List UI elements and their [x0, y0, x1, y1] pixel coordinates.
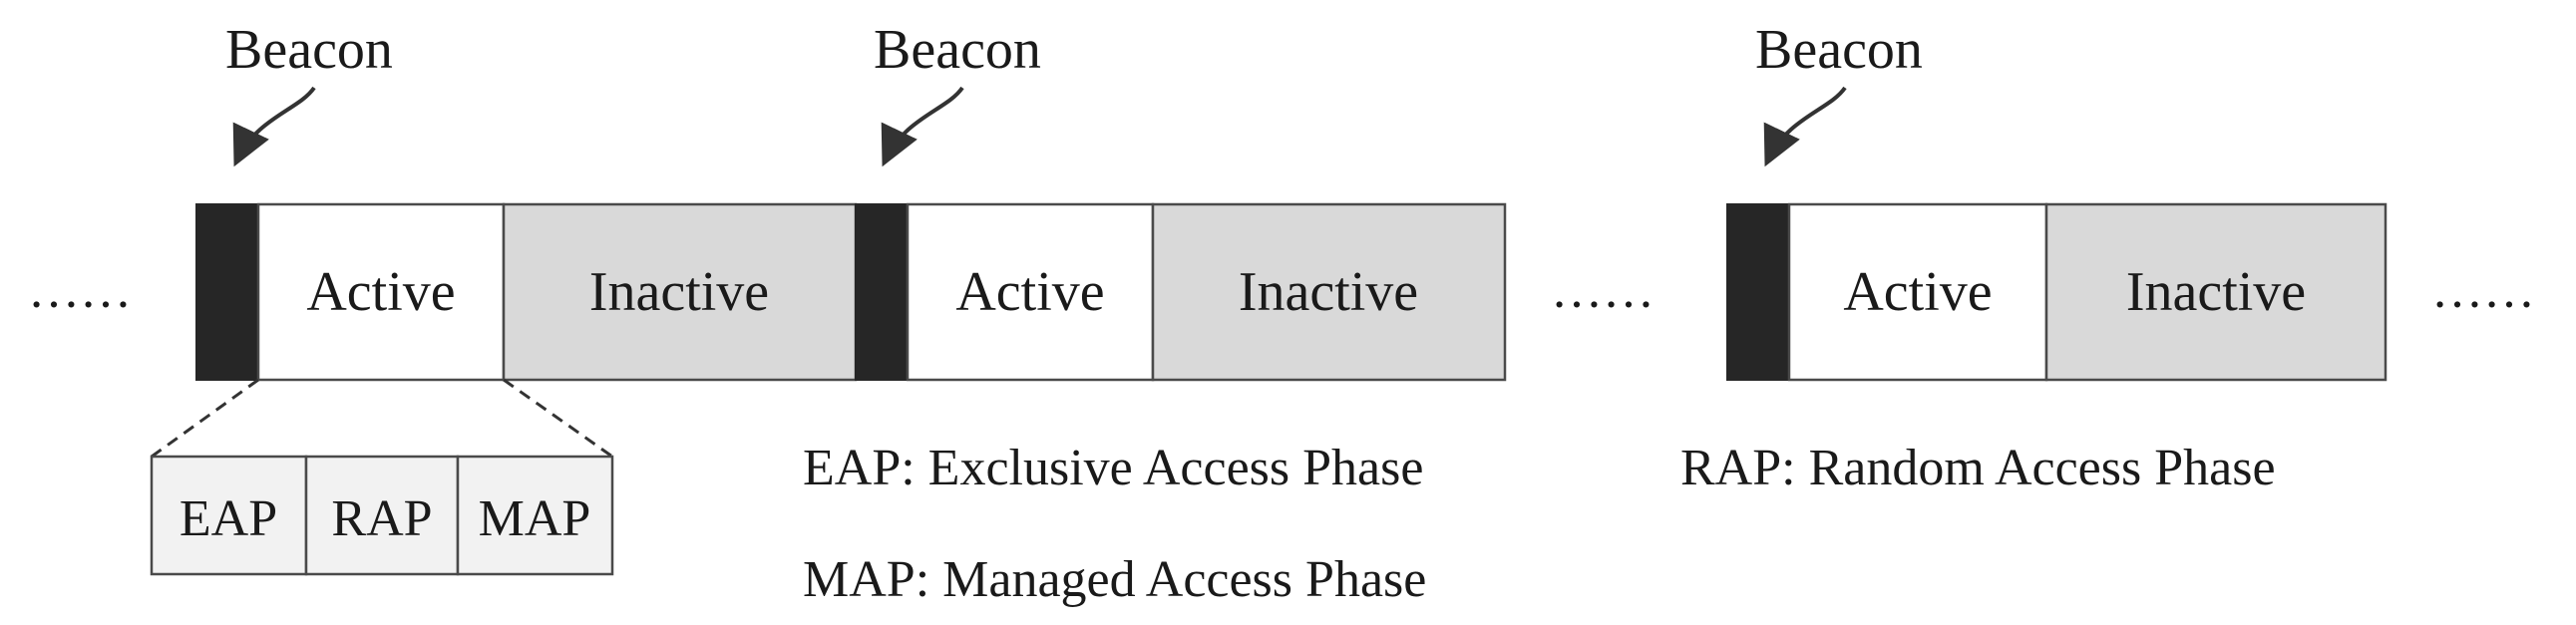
inactive-label-2: Inactive — [1239, 261, 1418, 323]
beacon-block-3 — [1726, 203, 1790, 381]
superframe-1: Beacon Active Inactive — [195, 19, 858, 382]
breakdown-map-label: MAP — [479, 490, 591, 547]
active-label-1: Active — [306, 261, 455, 323]
inactive-block-1 — [502, 202, 858, 382]
ellipsis-right: …… — [2431, 262, 2535, 319]
legend-rap: RAP: Random Access Phase — [1680, 440, 2276, 496]
active-label-3: Active — [1843, 261, 1992, 323]
ellipsis-left: …… — [28, 262, 132, 319]
legend-map: MAP: Managed Access Phase — [803, 551, 1426, 608]
active-block-3 — [1787, 202, 2048, 382]
ellipsis-middle: …… — [1551, 262, 1655, 319]
breakdown-rap-label: RAP — [331, 490, 432, 547]
inactive-label-1: Inactive — [589, 261, 769, 323]
beacon-arrow-3 — [1763, 86, 1847, 167]
superframe-2: Beacon Active Inactive — [855, 19, 1507, 382]
beacon-block-2 — [855, 203, 909, 381]
superframe-3: Beacon Active Inactive — [1726, 19, 2388, 382]
beacon-label-1: Beacon — [225, 19, 393, 81]
inactive-label-3: Inactive — [2126, 261, 2306, 323]
beacon-arrow-2 — [881, 86, 964, 167]
breakdown-map-block — [456, 455, 614, 576]
inactive-block-3 — [2044, 202, 2388, 382]
beacon-block-1 — [195, 203, 259, 381]
active-block-1 — [256, 202, 506, 382]
beacon-arrow-1 — [232, 86, 316, 167]
zoom-line-left — [151, 378, 259, 459]
beacon-label-3: Beacon — [1755, 19, 1923, 81]
breakdown-eap-block — [150, 455, 308, 576]
beacon-label-2: Beacon — [874, 19, 1041, 81]
active-label-2: Active — [955, 261, 1104, 323]
breakdown-rap-block — [304, 455, 460, 576]
active-block-2 — [906, 202, 1155, 382]
legend-eap: EAP: Exclusive Access Phase — [803, 440, 1423, 496]
inactive-block-2 — [1151, 202, 1507, 382]
zoom-line-right — [503, 378, 613, 459]
active-breakdown: EAP RAP MAP — [150, 455, 614, 576]
breakdown-eap-label: EAP — [180, 490, 277, 547]
